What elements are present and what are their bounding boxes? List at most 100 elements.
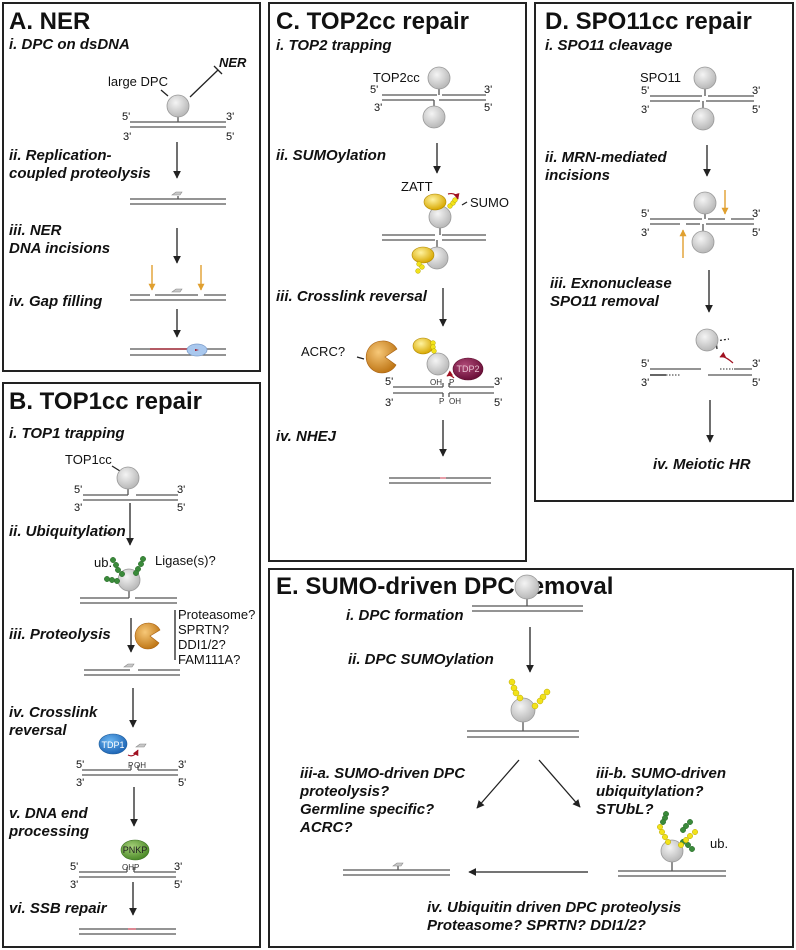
b-end-5-bottom-2: 5' bbox=[178, 777, 186, 789]
c-tdp2-enzyme bbox=[452, 357, 484, 381]
a-dna-1 bbox=[130, 117, 226, 128]
panel-e-sumo-driven-dpc-removal bbox=[268, 568, 794, 948]
b-pnkp-enzyme bbox=[120, 839, 150, 861]
c-dna-3 bbox=[393, 383, 494, 397]
b-top1cc-pointer bbox=[111, 465, 121, 472]
c-end-5-top: 5' bbox=[370, 84, 378, 96]
c-zatt-label: ZATT bbox=[401, 179, 433, 194]
b-end-3-top-2: 3' bbox=[178, 759, 186, 771]
e-dna-3b bbox=[618, 862, 726, 877]
b-pnkp-label: PNKP bbox=[123, 845, 148, 855]
panel-e-step-3a: iii-a. SUMO-driven DPC proteolysis? Germ… bbox=[300, 765, 466, 836]
b-end-3-bottom: 3' bbox=[74, 502, 82, 514]
c-end-3-bottom: 3' bbox=[374, 102, 382, 114]
panel-b-step-2: ii. Ubiquitylation bbox=[9, 523, 126, 540]
panel-b-step-3: iii. Proteolysis bbox=[9, 626, 111, 643]
a-ner-inhibit-line bbox=[189, 69, 219, 98]
c-acrc-protease bbox=[365, 340, 398, 374]
d-spo11-protein-top bbox=[693, 66, 717, 90]
d-spo11-released bbox=[695, 328, 719, 352]
b-p-label-2: P bbox=[134, 863, 139, 872]
c-acrc-label: ACRC? bbox=[301, 344, 345, 359]
b-end-5-bottom: 5' bbox=[177, 502, 185, 514]
c-sumo-pointer bbox=[461, 201, 468, 206]
d-spo11-label: SPO11 bbox=[640, 70, 681, 85]
e-peptide-remnant bbox=[392, 862, 404, 867]
b-ubiquitin-chains bbox=[104, 556, 146, 584]
d-end-3-top: 3' bbox=[752, 85, 760, 97]
panel-c-title: C. TOP2cc repair bbox=[276, 8, 469, 35]
panel-b-title: B. TOP1cc repair bbox=[9, 388, 202, 415]
c-tdp2-arrow bbox=[446, 370, 455, 379]
b-end-3-bottom-3: 3' bbox=[70, 879, 78, 891]
panel-c-step-1: i. TOP2 trapping bbox=[276, 37, 392, 54]
panel-a-ner bbox=[2, 2, 261, 372]
b-protease-label-3: DDI1/2? bbox=[178, 637, 226, 652]
e-dna-2 bbox=[467, 721, 579, 738]
c-top2cc-protein-bottom bbox=[422, 105, 446, 129]
d-end-3-top-3: 3' bbox=[752, 358, 760, 370]
a-end-5-top: 5' bbox=[122, 111, 130, 123]
c-end-5-bottom: 5' bbox=[484, 102, 492, 114]
e-sumo-dpc-protein bbox=[510, 697, 536, 723]
d-end-3-top-2: 3' bbox=[752, 208, 760, 220]
e-sumo-ub-chains bbox=[657, 811, 698, 852]
e-ub-label: ub. bbox=[710, 836, 728, 851]
c-sumo-label: SUMO bbox=[470, 195, 509, 210]
c-end-3-top-2: 3' bbox=[494, 376, 502, 388]
d-end-3-bottom-2: 3' bbox=[641, 227, 649, 239]
b-dna-3 bbox=[84, 669, 180, 676]
b-ub-label: ub. bbox=[94, 555, 112, 570]
a-dna-2 bbox=[130, 196, 226, 205]
panel-a-step-2: ii. Replication- coupled proteolysis bbox=[9, 147, 151, 182]
e-sumo-chains bbox=[508, 678, 551, 710]
d-dna-2 bbox=[650, 213, 754, 232]
c-end-5-bottom-2: 5' bbox=[494, 397, 502, 409]
a-dna-3 bbox=[130, 294, 226, 301]
d-spo11-protein-bottom bbox=[691, 107, 715, 131]
a-dna-4 bbox=[130, 348, 226, 356]
d-spo11-incision-bottom bbox=[691, 230, 715, 254]
d-end-5-bottom: 5' bbox=[752, 104, 760, 116]
c-end-3-top: 3' bbox=[484, 84, 492, 96]
d-dna-1 bbox=[650, 88, 754, 109]
c-dna-1 bbox=[382, 88, 486, 107]
panel-d-step-1: i. SPO11 cleavage bbox=[545, 37, 673, 54]
a-large-dpc-protein bbox=[166, 94, 190, 118]
c-tdp2-label: TDP2 bbox=[456, 364, 479, 374]
a-end-3-bottom: 3' bbox=[123, 131, 131, 143]
a-large-dpc-label: large DPC bbox=[108, 74, 168, 89]
e-dpc-protein bbox=[514, 574, 540, 600]
c-dna-4 bbox=[389, 477, 491, 484]
b-dna-1 bbox=[83, 488, 178, 501]
d-end-5-top-3: 5' bbox=[641, 358, 649, 370]
c-zatt-sumo-group bbox=[411, 192, 460, 355]
c-sumo-chains bbox=[415, 197, 458, 354]
panel-b-step-5: v. DNA end processing bbox=[9, 805, 90, 840]
panel-c-step-4: iv. NHEJ bbox=[276, 428, 337, 445]
panel-d-step-4: iv. Meiotic HR bbox=[653, 456, 751, 473]
panel-e-title: E. SUMO-driven DPC removal bbox=[276, 573, 614, 600]
d-end-5-bottom-2: 5' bbox=[752, 227, 760, 239]
c-top2-protein-reversal bbox=[426, 352, 450, 376]
c-acrc-pointer bbox=[356, 356, 365, 360]
d-end-3-bottom-3: 3' bbox=[641, 377, 649, 389]
b-tdp1-label: TDP1 bbox=[101, 740, 124, 750]
c-top2cc-protein-top bbox=[427, 66, 451, 90]
panel-c-step-3: iii. Crosslink reversal bbox=[276, 288, 427, 305]
b-dna-6 bbox=[79, 928, 176, 935]
b-protease-label-2: SPRTN? bbox=[178, 622, 229, 637]
panel-a-title: A. NER bbox=[9, 8, 91, 35]
b-top1cc-label: TOP1cc bbox=[65, 452, 112, 467]
c-zatt-bottom bbox=[411, 246, 435, 264]
c-zatt-top bbox=[423, 193, 447, 211]
d-exo-arrow bbox=[719, 351, 734, 364]
d-end-3-bottom: 3' bbox=[641, 104, 649, 116]
panel-a-step-3: iii. NER DNA incisions bbox=[9, 222, 111, 257]
b-dna-4 bbox=[82, 765, 178, 776]
b-peptide-remnant-2 bbox=[135, 743, 147, 748]
c-dna-2 bbox=[382, 227, 486, 248]
a-large-dpc-pointer bbox=[160, 89, 169, 97]
b-oh-label: OH bbox=[134, 761, 146, 770]
b-top1cc-protein bbox=[116, 466, 140, 490]
